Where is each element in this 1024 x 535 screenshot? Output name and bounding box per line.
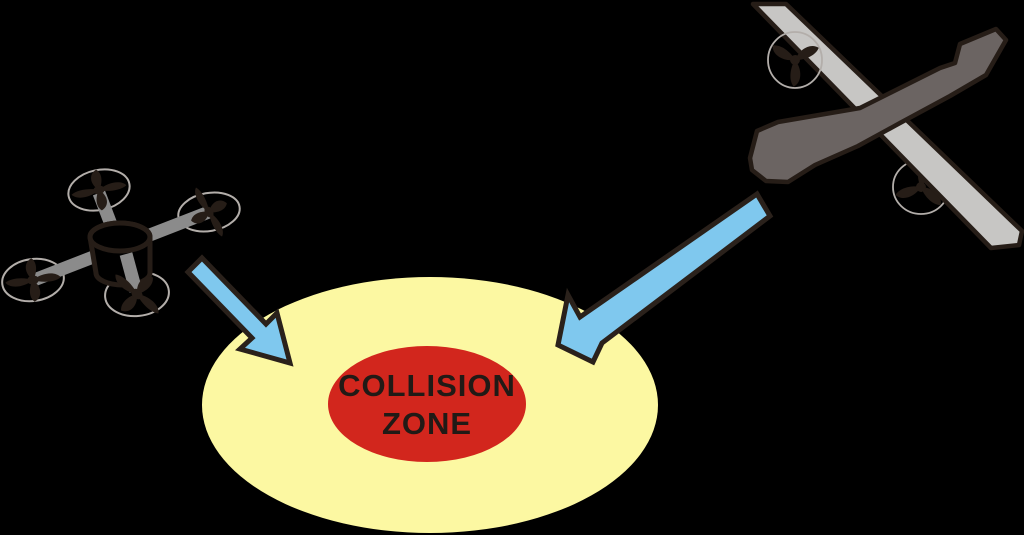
- collision-zone-label-line1: COLLISION: [338, 368, 516, 403]
- drone-body-top: [87, 220, 153, 254]
- collision-zone-ellipse: [328, 346, 526, 462]
- right-approach-arrow-icon: [555, 190, 774, 366]
- warning-zone: COLLISION ZONE: [202, 277, 658, 533]
- drone-arm: [119, 252, 143, 293]
- collision-zone-label-line2: ZONE: [382, 406, 472, 441]
- uav-propeller-left: [767, 31, 824, 90]
- uav-fuselage: [747, 26, 1009, 185]
- fixed-wing-uav-icon: [747, 1, 1024, 251]
- rotor-ring: [767, 31, 823, 89]
- quadcopter-drone-icon: [1, 163, 241, 332]
- left-approach-arrow-icon: [184, 254, 294, 367]
